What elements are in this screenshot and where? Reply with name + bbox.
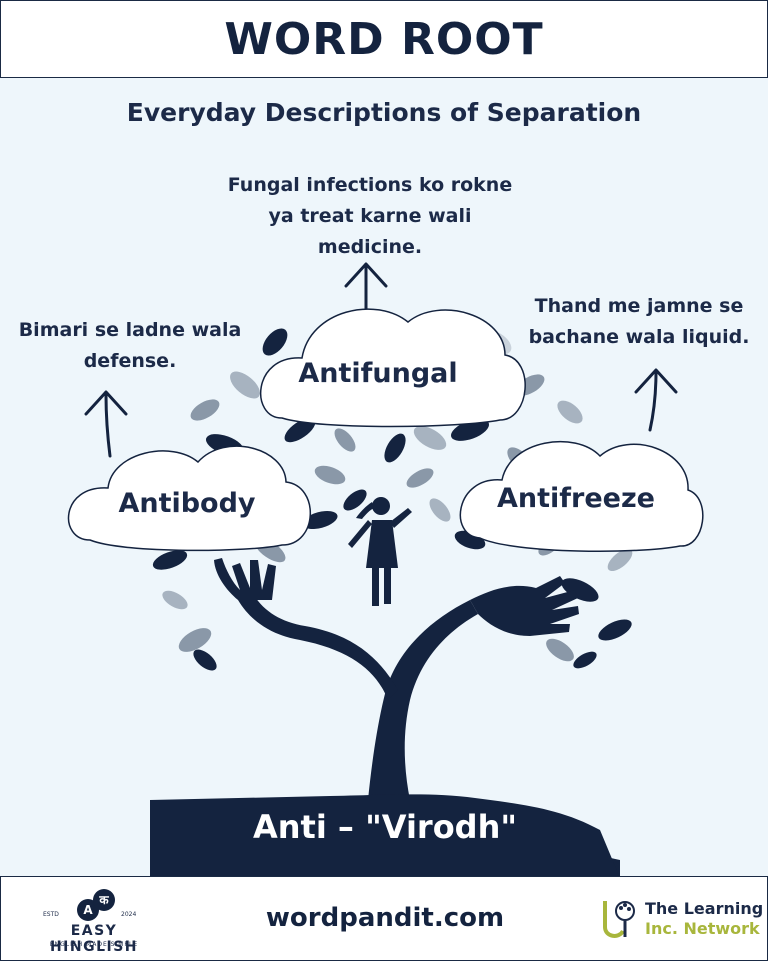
logo-line-2: Inc. Network — [645, 919, 760, 938]
leaf — [413, 426, 447, 450]
tree-illustration — [67, 262, 704, 878]
definition-line: medicine. — [317, 236, 423, 258]
site-link[interactable]: wordpandit.com — [265, 903, 505, 933]
logo-line-1: The Learning — [645, 899, 764, 918]
leaf — [152, 550, 188, 570]
subtitle: Everyday Descriptions of Separation — [126, 98, 642, 127]
arrow-up-icon — [104, 393, 112, 458]
leaf — [334, 428, 356, 452]
illustration-panel — [0, 78, 768, 878]
cloud-antifungal — [260, 308, 526, 428]
ground-top — [150, 794, 620, 878]
logo-brand: EASY HINGLISH — [49, 923, 139, 955]
definition-antifungal: Fungal infections ko rokne ya treat karn… — [190, 170, 550, 263]
arrows-group — [84, 262, 678, 458]
page-title: WORD ROOT — [224, 13, 544, 65]
word-antifreeze: Antifreeze — [497, 483, 655, 514]
leaf — [193, 649, 217, 671]
definition-line: Thand me jamne se — [534, 295, 744, 317]
leaf — [302, 510, 338, 530]
word-antifungal: Antifungal — [298, 358, 458, 389]
definition-line: defense. — [83, 350, 177, 372]
definition-line: bachane wala liquid. — [528, 326, 750, 348]
leaf — [284, 417, 316, 443]
easy-hinglish-logo: A क ESTD 2024 EASY HINGLISH ENGLISH MADE… — [29, 889, 159, 955]
arrow-up-icon — [648, 370, 658, 432]
tree-logo-icon — [603, 901, 635, 938]
tree-trunk — [368, 600, 478, 800]
definition-antifreeze: Thand me jamne se bachane wala liquid. — [510, 291, 768, 353]
leaf — [607, 548, 633, 572]
arrow-up-icon — [634, 368, 678, 394]
leaf — [406, 468, 434, 488]
leaf — [384, 433, 406, 463]
definition-antibody: Bimari se ladne wala defense. — [0, 315, 260, 377]
leaf — [557, 400, 583, 424]
definition-line: Bimari se ladne wala — [18, 319, 242, 341]
leaf — [162, 590, 188, 610]
logo-bubble-ka: क — [93, 889, 115, 911]
leaf — [343, 489, 367, 511]
leaf — [178, 628, 212, 652]
leaf — [573, 651, 597, 669]
cloud-antifreeze — [459, 441, 704, 552]
learning-network-logo: The Learning Inc. Network — [601, 895, 764, 945]
logo-estd: ESTD — [43, 911, 59, 918]
leaf — [230, 371, 260, 399]
leaf — [429, 498, 451, 522]
leaf — [262, 328, 288, 356]
definition-line: ya treat karne wali — [268, 205, 472, 227]
right-hand — [470, 576, 579, 636]
footer-bar: wordpandit.com A क ESTD 2024 EASY HINGLI… — [0, 876, 768, 961]
root-label: Anti – "Virodh" — [252, 808, 518, 846]
left-hand — [214, 558, 276, 600]
arrow-up-icon — [344, 262, 388, 288]
arrow-up-icon — [84, 390, 128, 416]
header-banner: WORD ROOT — [0, 0, 768, 78]
definition-line: Fungal infections ko rokne — [227, 174, 513, 196]
leaf — [561, 578, 599, 602]
logo-tagline: ENGLISH MADE SIMPLE — [49, 941, 139, 948]
tree-branch-left — [238, 592, 398, 700]
logo-year: 2024 — [121, 911, 137, 918]
cloud-antibody — [67, 445, 311, 552]
leaf — [598, 619, 632, 641]
child-figure — [348, 497, 412, 606]
word-antibody: Antibody — [118, 488, 256, 519]
leaf — [546, 638, 574, 662]
leaf — [314, 465, 346, 485]
leaf — [190, 399, 220, 421]
